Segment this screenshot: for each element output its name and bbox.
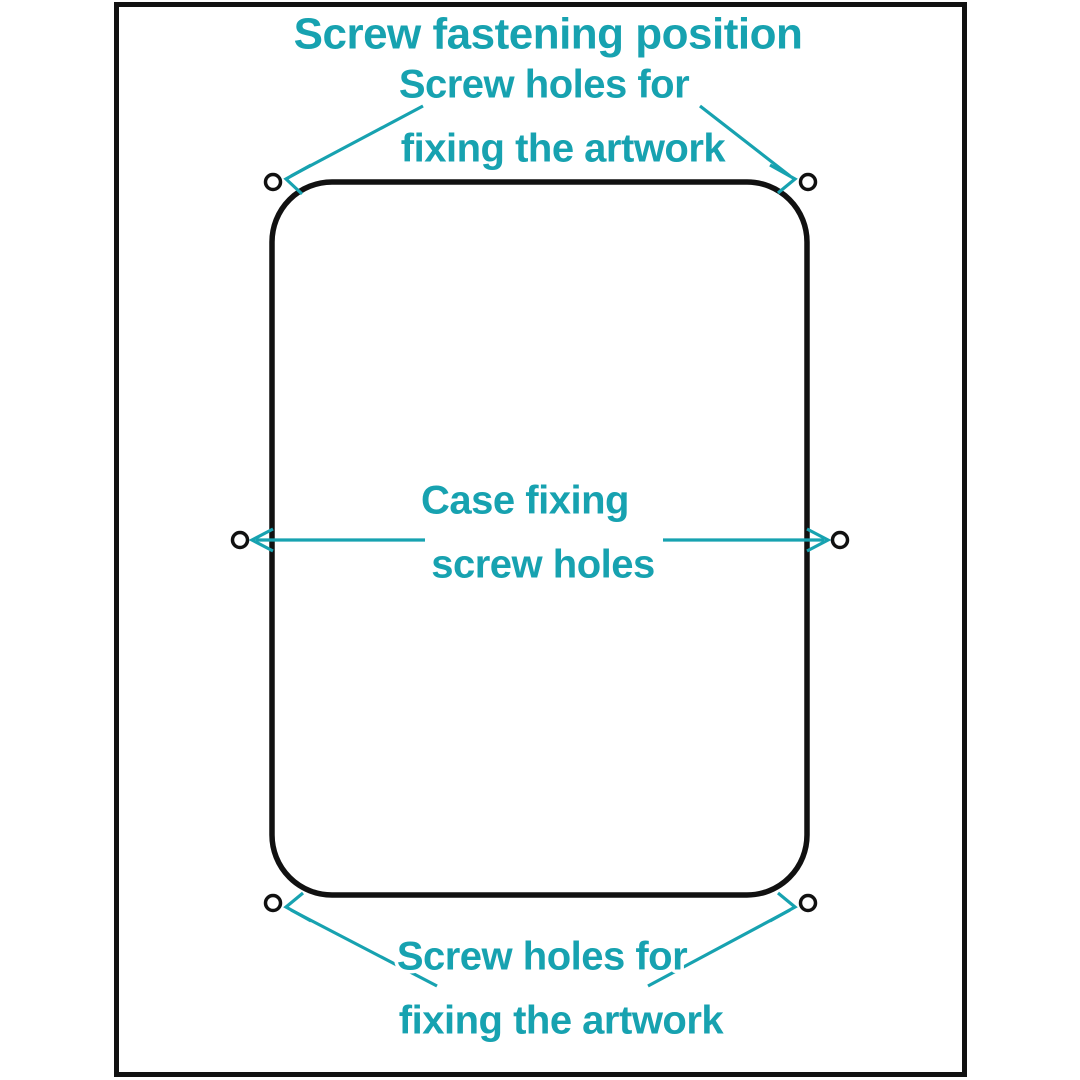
top-annotation-line-2: fixing the artwork: [401, 127, 727, 171]
screw-hole-top-left: [263, 172, 283, 192]
top-annotation-line-1: Screw holes for: [399, 63, 689, 107]
bottom-right-arrow: [647, 891, 798, 988]
top-right-arrow: [699, 104, 798, 195]
diagram-title: Screw fastening position: [294, 10, 803, 59]
bottom-left-arrow: [283, 891, 438, 988]
middle-right-arrow: [663, 527, 832, 553]
screw-hole-bottom-right: [798, 893, 818, 913]
screw-hole-middle-right: [830, 530, 850, 550]
middle-annotation-line-2: screw holes: [431, 543, 655, 587]
screw-hole-bottom-left: [263, 893, 283, 913]
middle-left-arrow: [248, 527, 425, 553]
middle-annotation-line-1: Case fixing: [421, 479, 629, 523]
top-left-arrow: [283, 104, 424, 196]
screw-hole-middle-left: [230, 530, 250, 550]
bottom-annotation-line-2: fixing the artwork: [399, 999, 725, 1043]
screw-hole-top-right: [798, 172, 818, 192]
bottom-annotation-line-1: Screw holes for: [397, 935, 687, 979]
